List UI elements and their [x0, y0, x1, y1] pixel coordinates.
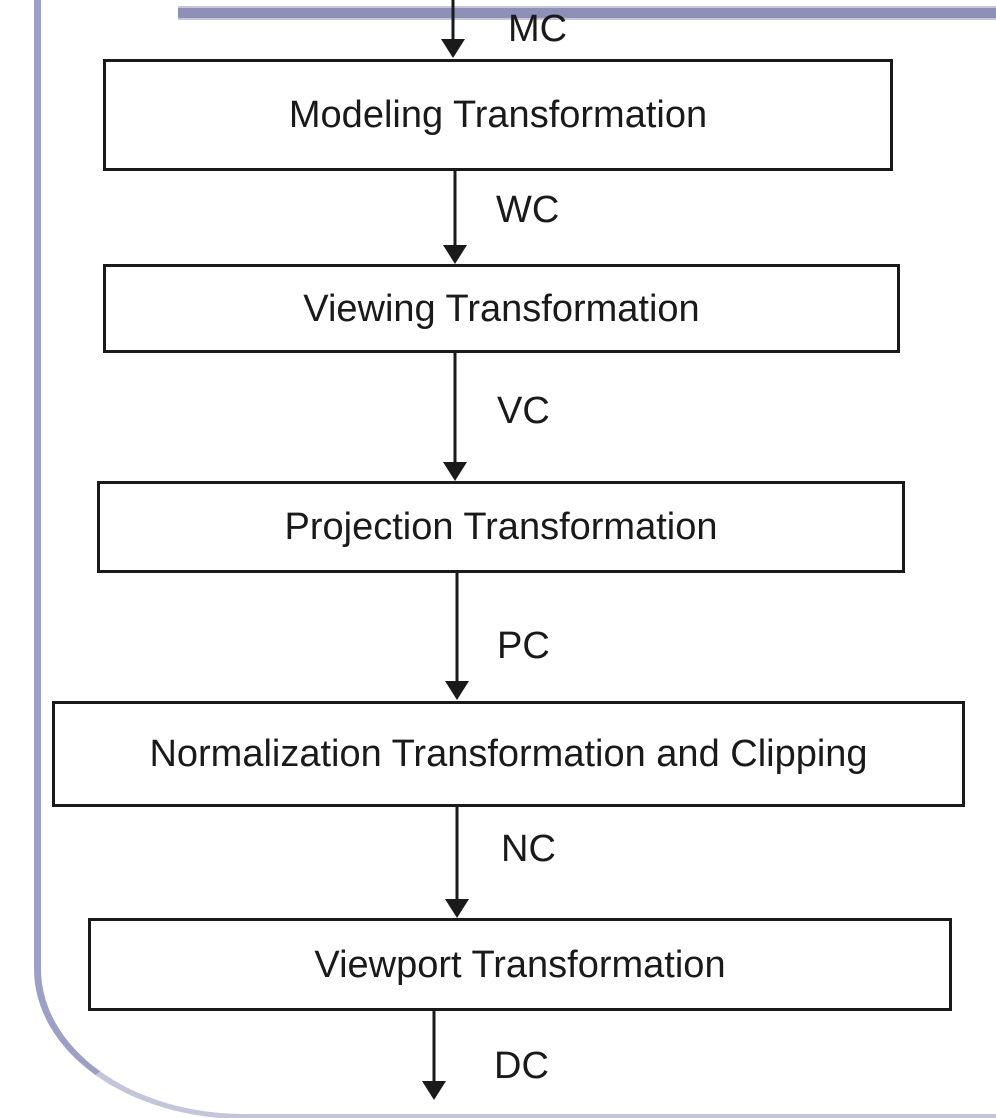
flow-arrow-wc — [442, 171, 468, 264]
edge-label-vc: VC — [497, 390, 550, 432]
flow-arrow-mc — [440, 0, 466, 58]
edge-label-dc: DC — [494, 1045, 549, 1087]
arrow-shaft — [451, 0, 455, 43]
flow-arrow-vc — [442, 353, 468, 481]
arrow-down-icon — [443, 462, 467, 481]
arrow-shaft — [453, 353, 457, 466]
stage-box-viewing-transformation: Viewing Transformation — [103, 264, 900, 353]
stage-box-viewport-transformation: Viewport Transformation — [88, 918, 952, 1011]
flow-arrow-dc — [421, 1011, 447, 1100]
arrow-down-icon — [445, 681, 469, 700]
arrow-down-icon — [445, 899, 469, 918]
arrow-down-icon — [443, 245, 467, 264]
arrow-shaft — [455, 807, 459, 903]
arrow-shaft — [453, 171, 457, 249]
arrow-down-icon — [441, 39, 465, 58]
flow-arrow-pc — [444, 573, 470, 700]
arrow-down-icon — [422, 1081, 446, 1100]
edge-label-mc: MC — [508, 8, 568, 50]
arrow-shaft — [455, 573, 459, 685]
stage-box-modeling-transformation: Modeling Transformation — [103, 59, 893, 171]
stage-box-projection-transformation: Projection Transformation — [97, 481, 905, 573]
flow-arrow-nc — [444, 807, 470, 918]
edge-label-nc: NC — [501, 828, 556, 870]
arrow-shaft — [432, 1011, 436, 1085]
stage-box-normalization-transformation-and-clipping: Normalization Transformation and Clippin… — [52, 701, 965, 807]
edge-label-pc: PC — [497, 625, 550, 667]
edge-label-wc: WC — [496, 189, 560, 231]
slide-accent-bar — [178, 8, 996, 18]
